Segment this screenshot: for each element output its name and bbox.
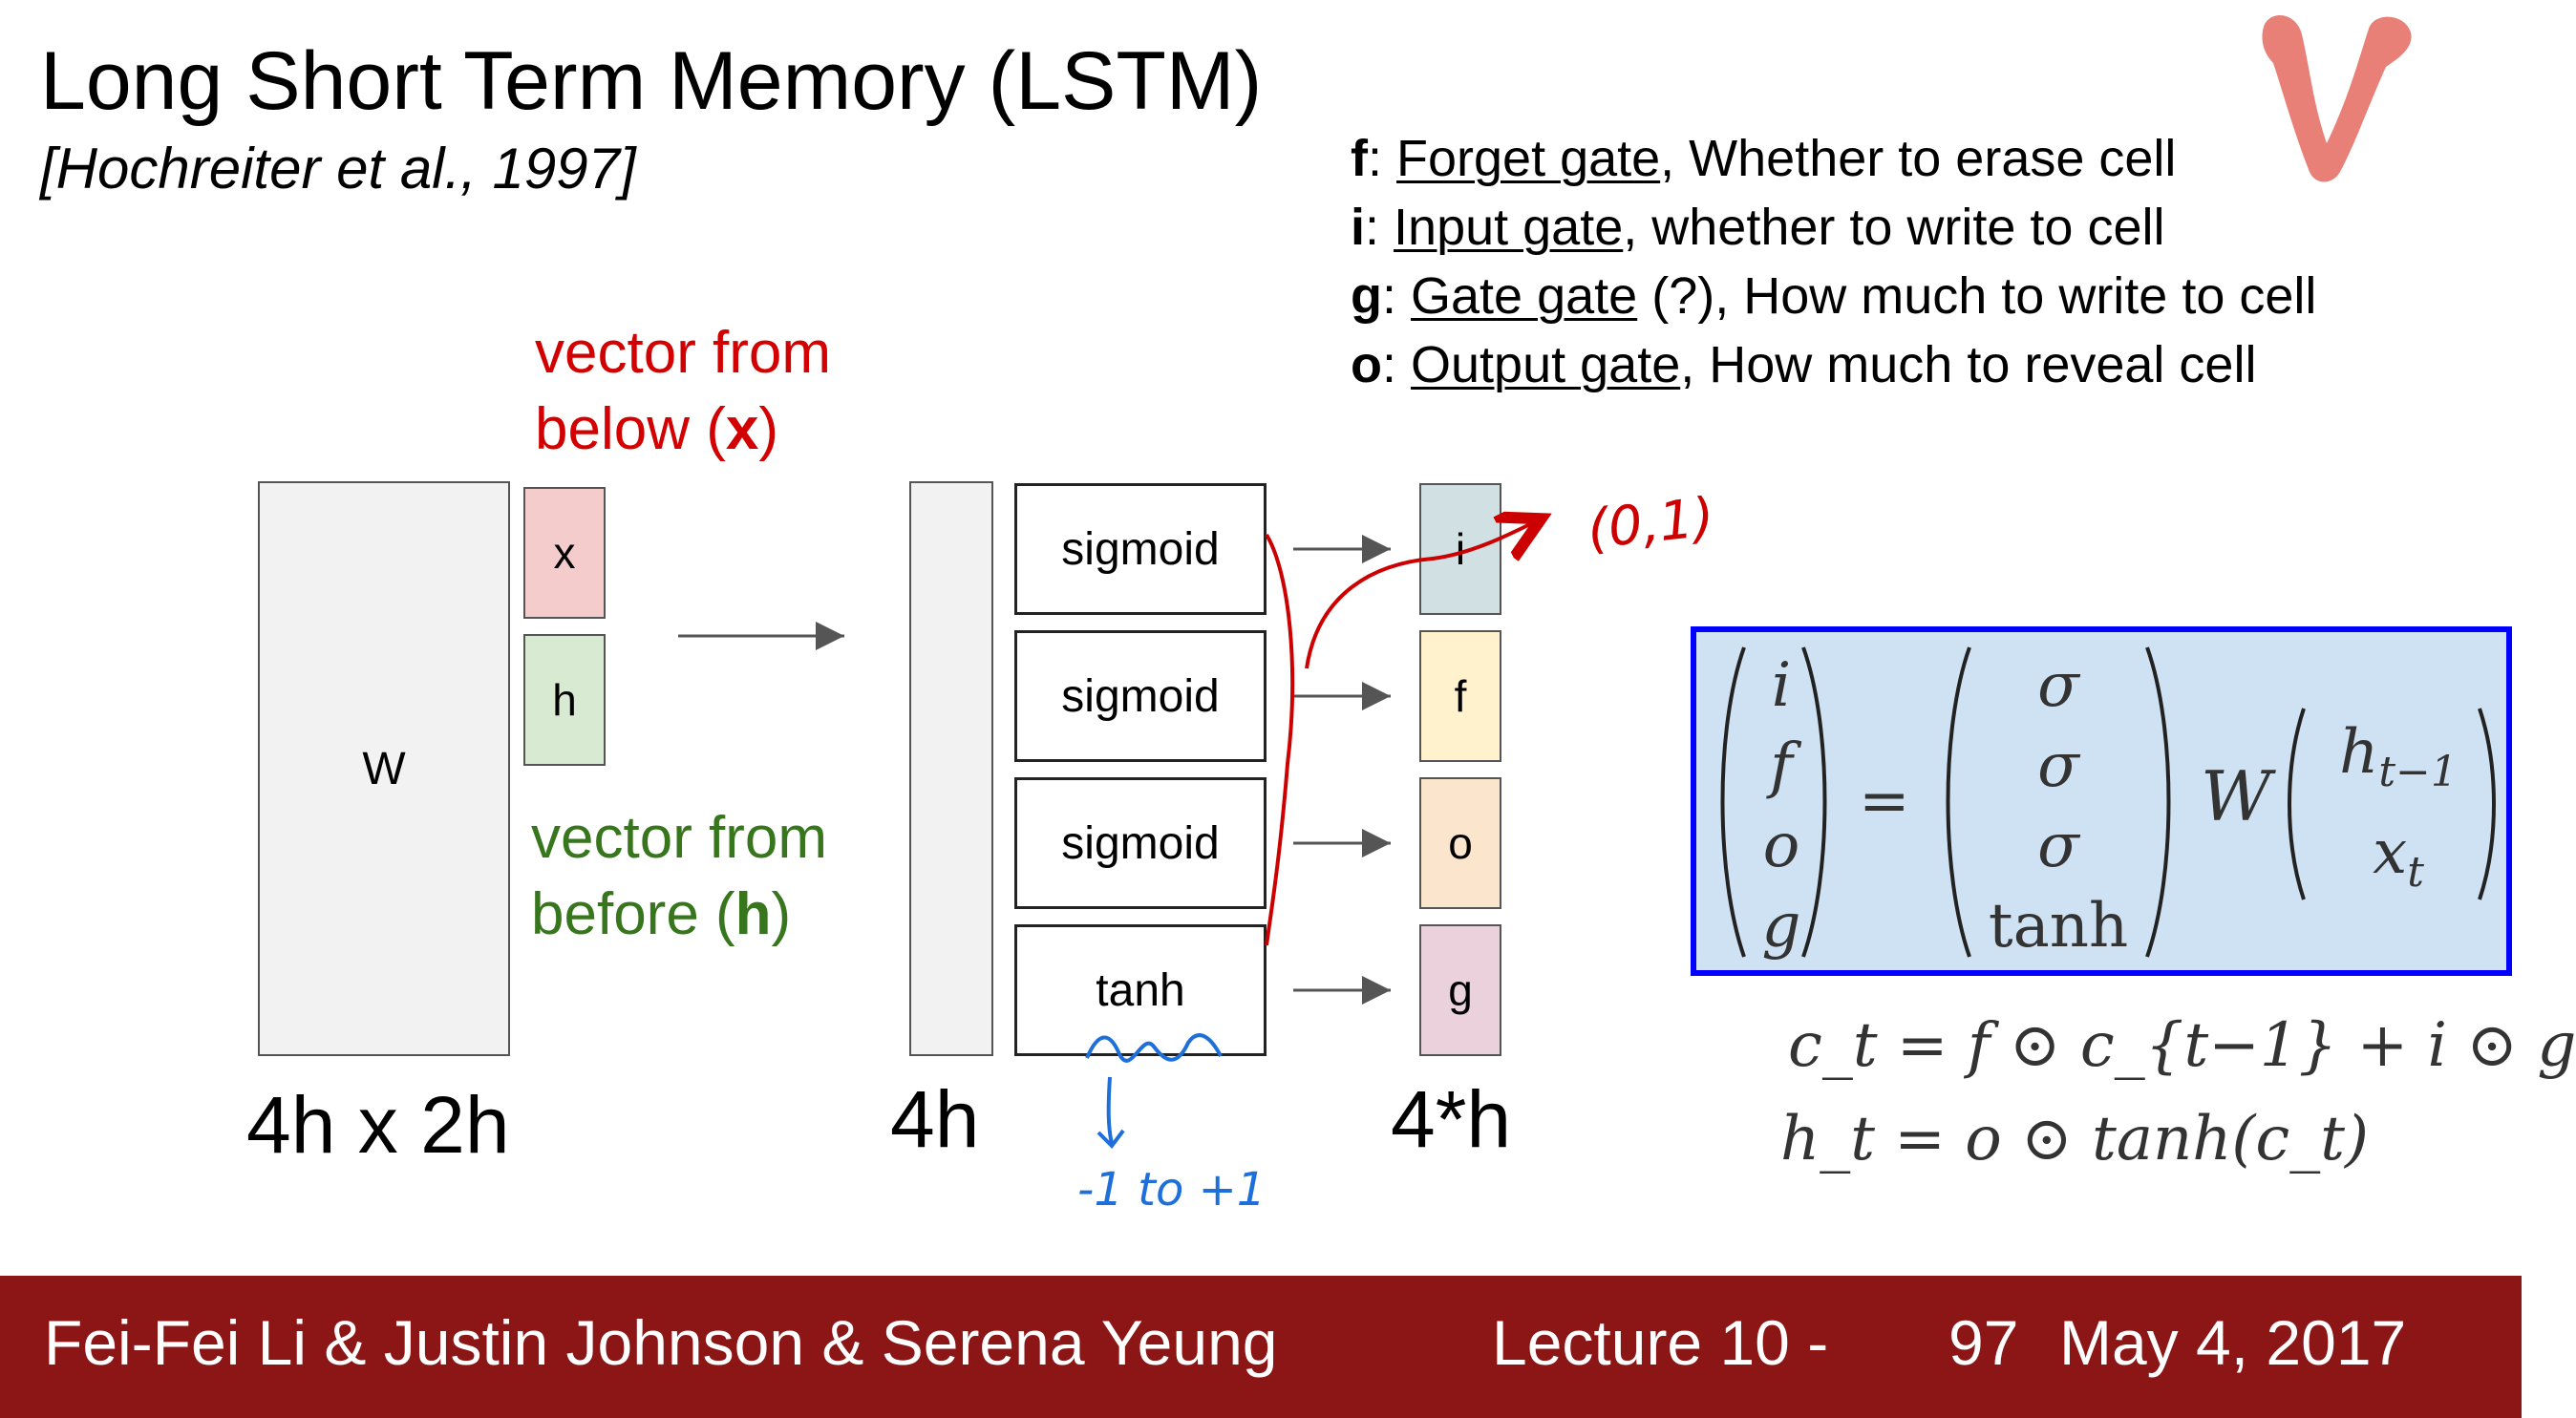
gate-key: o bbox=[1351, 336, 1382, 393]
gate-key: f bbox=[1351, 130, 1368, 187]
weight-matrix-w: W bbox=[258, 481, 510, 1056]
gate-name: Output gate bbox=[1411, 336, 1681, 393]
gate-legend-input: i: Input gate, whether to write to cell bbox=[1351, 199, 2165, 256]
product-column bbox=[909, 481, 993, 1056]
gate-o-box: o bbox=[1419, 777, 1501, 909]
footer-page-number: 97 bbox=[1948, 1307, 2019, 1378]
vector-h-label: vector from before (h) bbox=[531, 800, 827, 953]
vector-h-line1: vector from bbox=[531, 805, 828, 871]
blue-range-note: -1 to +1 bbox=[1077, 1163, 1267, 1217]
slide-title: Long Short Term Memory (LSTM) bbox=[40, 35, 1263, 127]
input-h-box: h bbox=[523, 634, 606, 766]
out-dims-label: 4*h bbox=[1391, 1074, 1512, 1164]
footer-date: May 4, 2017 bbox=[2059, 1307, 2407, 1378]
gate-g-box: g bbox=[1419, 924, 1501, 1056]
equals-sign: = bbox=[1859, 766, 1910, 836]
gate-legend-output: o: Output gate, How much to reveal cell bbox=[1351, 336, 2257, 393]
gate-desc: , Whether to erase cell bbox=[1660, 130, 2177, 187]
gate-legend-forget: f: Forget gate, Whether to erase cell bbox=[1351, 130, 2177, 187]
red-curve-stroke bbox=[1305, 520, 1538, 669]
blue-squiggle bbox=[1085, 1033, 1223, 1063]
footer-authors: Fei-Fei Li & Justin Johnson & Serena Yeu… bbox=[44, 1307, 1278, 1378]
activation-sigmoid-2: sigmoid bbox=[1014, 630, 1267, 762]
gate-key: i bbox=[1351, 199, 1366, 256]
gate-desc: , whether to write to cell bbox=[1623, 199, 2165, 256]
activation-tanh: tanh bbox=[1014, 924, 1267, 1056]
citation: [Hochreiter et al., 1997] bbox=[40, 137, 636, 201]
gates-legend: f: Forget gate, Whether to erase cell i:… bbox=[1351, 124, 2316, 399]
input-vector: ht−1 xt bbox=[2339, 717, 2458, 897]
gate-f-box: f bbox=[1419, 630, 1501, 762]
footer-lecture: Lecture 10 - bbox=[1492, 1307, 1829, 1378]
red-range-note: (0,1) bbox=[1584, 486, 1717, 561]
vector-x-label: vector from below (x) bbox=[535, 315, 831, 468]
activation-sigmoid-1: sigmoid bbox=[1014, 483, 1267, 615]
hidden-state-equation: h_t = o ⊙ tanh(c_t) bbox=[1780, 1104, 2369, 1175]
formula-brackets bbox=[1720, 646, 2496, 958]
vector-h-line2: before (h) bbox=[531, 881, 792, 947]
cell-state-equation: c_t = f ⊙ c_{t−1} + i ⊙ g bbox=[1788, 1010, 2576, 1081]
vector-x-line2: below (x) bbox=[535, 396, 779, 462]
gate-key: g bbox=[1351, 267, 1382, 325]
gate-legend-gate: g: Gate gate (?), How much to write to c… bbox=[1351, 267, 2317, 325]
diagram-arrows bbox=[678, 0, 2522, 1150]
vector-x-line1: vector from bbox=[535, 320, 832, 386]
activation-sigmoid-3: sigmoid bbox=[1014, 777, 1267, 909]
lhs-vector: i f o g bbox=[1761, 650, 1801, 962]
w-dims-label: 4h x 2h bbox=[246, 1080, 510, 1170]
gate-desc: , How much to reveal cell bbox=[1680, 336, 2257, 393]
weight-symbol: W bbox=[2201, 756, 2272, 836]
lstm-formula-box: i f o g = σ σ σ tanh W ht−1 xt bbox=[1691, 626, 2512, 976]
blue-down-arrow bbox=[1096, 1076, 1125, 1150]
gate-name: Input gate bbox=[1394, 199, 1624, 256]
gate-name: Forget gate bbox=[1396, 130, 1661, 187]
col-dims-label: 4h bbox=[890, 1074, 980, 1164]
gate-name: Gate gate bbox=[1411, 267, 1638, 325]
stanford-v-logo bbox=[2262, 15, 2412, 182]
footer-bar: Fei-Fei Li & Justin Johnson & Serena Yeu… bbox=[0, 1276, 2522, 1418]
gate-i-box: i bbox=[1419, 483, 1501, 615]
input-x-box: x bbox=[523, 487, 606, 619]
red-bracket-stroke bbox=[1265, 533, 1295, 946]
gate-desc: (?), How much to write to cell bbox=[1637, 267, 2317, 325]
activation-vector: σ σ σ tanh bbox=[1988, 650, 2129, 962]
